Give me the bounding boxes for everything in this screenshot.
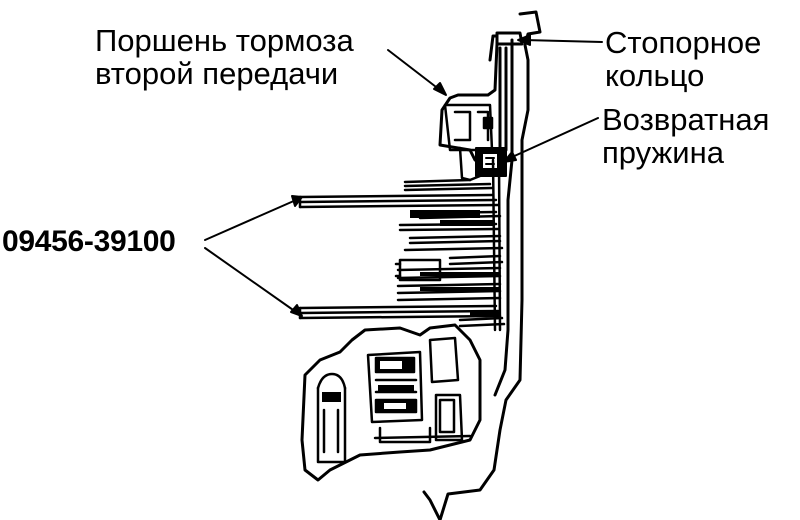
spring-leader-line <box>509 117 599 159</box>
return-spring-callout-label: Возвратная пружина <box>602 103 769 169</box>
return-spring-label-line2: пружина <box>602 135 724 170</box>
return-spring <box>475 147 507 177</box>
accumulator-piston <box>316 372 347 464</box>
piston-leader-arrow <box>433 82 447 96</box>
lower-drum <box>366 336 472 444</box>
snap-ring-label-line1: Стопорное <box>605 25 762 60</box>
tool-leader-arrow-lower <box>290 304 303 317</box>
piston-label-line2: второй передачи <box>95 56 339 91</box>
return-spring-label-line1: Возвратная <box>602 102 770 137</box>
piston-label-line1: Поршень тормоза <box>95 23 354 58</box>
housing-outline <box>300 10 542 520</box>
snap-ring-label-line2: кольцо <box>605 58 705 93</box>
snap-ring-leader-arrow <box>517 34 531 46</box>
piston-area <box>443 103 494 182</box>
clutch-pack <box>298 158 506 332</box>
piston-callout-label: Поршень тормоза второй передачи <box>95 24 354 90</box>
spring-leader-arrow <box>503 151 517 163</box>
snap-ring-leader-line <box>523 39 603 43</box>
piston-leader-line <box>387 49 441 91</box>
tool-leader-line-lower <box>204 247 297 313</box>
leader-lines <box>204 34 603 317</box>
tool-leader-line-upper <box>204 199 297 241</box>
special-tool-number-label: 09456-39100 <box>2 225 176 258</box>
special-tool-number: 09456-39100 <box>2 225 176 258</box>
tool-leader-arrow-upper <box>291 195 303 207</box>
snap-ring-callout-label: Стопорное кольцо <box>605 26 761 92</box>
